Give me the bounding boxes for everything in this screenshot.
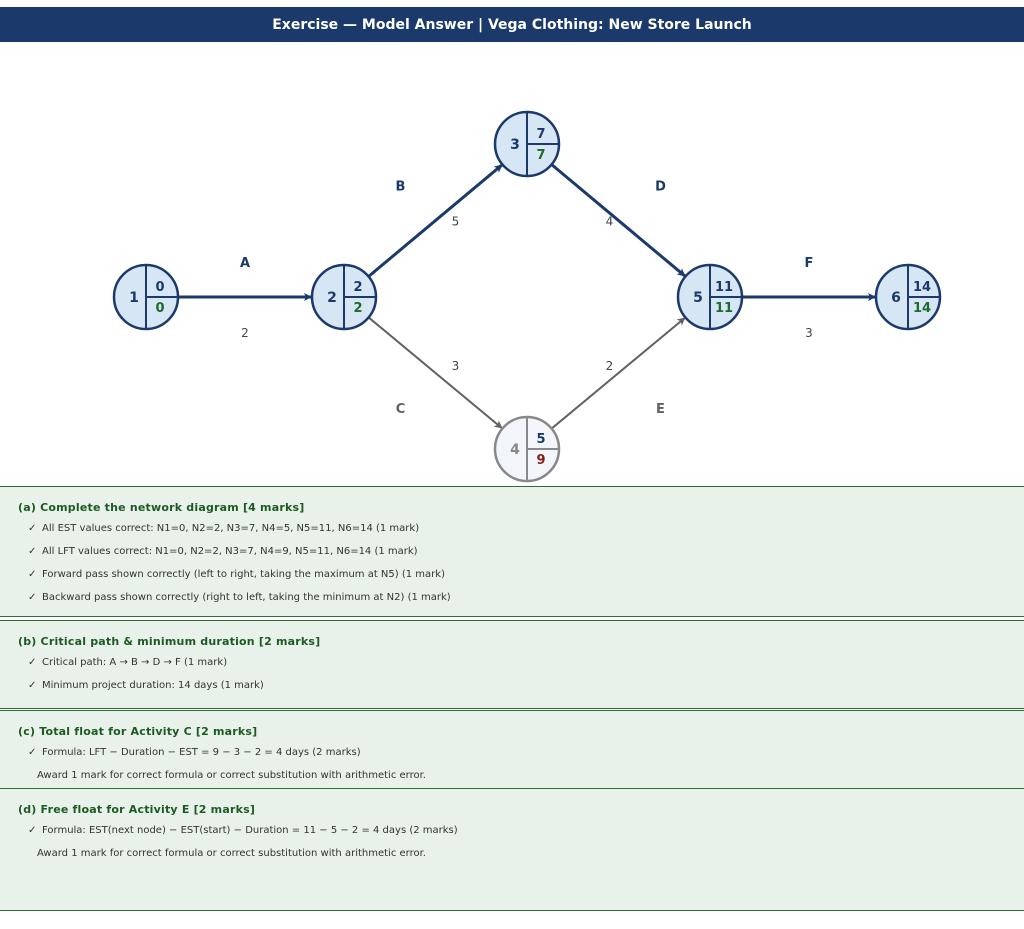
node-number: 6: [891, 290, 901, 306]
answer-panel-c: (c) Total float for Activity C [2 marks]…: [0, 710, 1024, 790]
node-est: 0: [155, 280, 164, 295]
activity-label-d: D: [655, 180, 666, 195]
answer-item: ✓Minimum project duration: 14 days (1 ma…: [18, 677, 1024, 700]
node-4: 4 5 9: [493, 415, 561, 483]
answer-item: ✓Backward pass shown correctly (right to…: [18, 589, 1024, 612]
answer-heading: (c) Total float for Activity C [2 marks]: [18, 725, 258, 738]
activity-duration-f: 3: [805, 326, 813, 340]
activity-edges: A 2 B 5C 3 D 4E 2 F 3: [178, 163, 876, 430]
activity-label-f: F: [805, 256, 814, 271]
answer-note: Award 1 mark for correct formula or corr…: [37, 848, 426, 859]
answer-item: ✓Formula: EST(next node) − EST(start) − …: [18, 822, 1024, 845]
answer-heading: (a) Complete the network diagram [4 mark…: [18, 501, 305, 514]
node-number: 4: [510, 442, 520, 458]
answer-panel-d: (d) Free float for Activity E [2 marks] …: [0, 788, 1024, 911]
check-icon: ✓: [28, 657, 37, 668]
check-icon: ✓: [28, 825, 37, 836]
node-2: 2 2 2: [310, 263, 378, 331]
node-est: 5: [536, 432, 545, 447]
answer-item: ✓All EST values correct: N1=0, N2=2, N3=…: [18, 520, 1024, 543]
answer-item: ✓Critical path: A → B → D → F (1 mark): [18, 654, 1024, 677]
node-number: 1: [129, 290, 139, 306]
check-icon: ✓: [28, 680, 37, 691]
node-lft: 2: [353, 301, 362, 316]
node-6: 6 14 14: [874, 263, 942, 331]
node-est: 14: [913, 280, 931, 295]
answer-item: ✓Formula: LFT − Duration − EST = 9 − 3 −…: [18, 744, 1024, 767]
title-bar: Exercise — Model Answer | Vega Clothing:…: [0, 7, 1024, 42]
page-title: Exercise — Model Answer | Vega Clothing:…: [272, 16, 752, 33]
activity-arrow-c: [367, 316, 503, 429]
answer-heading: (d) Free float for Activity E [2 marks]: [18, 803, 256, 816]
activity-duration-d: 4: [606, 215, 614, 229]
activity-label-a: A: [240, 256, 250, 271]
node-number: 3: [510, 137, 520, 153]
activity-label-c: C: [396, 402, 406, 417]
node-5: 5 11 11: [676, 263, 744, 331]
answer-panel-a: (a) Complete the network diagram [4 mark…: [0, 486, 1024, 617]
check-icon: ✓: [28, 523, 37, 534]
node-lft: 0: [155, 301, 164, 316]
node-est: 2: [353, 280, 362, 295]
node-lft: 7: [536, 148, 545, 163]
activity-duration-c: 3: [452, 359, 460, 373]
node-number: 5: [693, 290, 703, 306]
node-lft: 9: [536, 453, 545, 468]
activity-arrow-b: [367, 164, 503, 278]
activity-duration-b: 5: [452, 215, 460, 229]
check-icon: ✓: [28, 592, 37, 603]
activity-arrow-d: [550, 163, 686, 277]
activity-duration-a: 2: [241, 326, 249, 340]
activity-duration-e: 2: [606, 359, 614, 373]
answer-heading: (b) Critical path & minimum duration [2 …: [18, 635, 321, 648]
answer-panel-b: (b) Critical path & minimum duration [2 …: [0, 620, 1024, 709]
answer-item: ✓Forward pass shown correctly (left to r…: [18, 566, 1024, 589]
activity-label-b: B: [396, 180, 406, 195]
node-est: 11: [715, 280, 733, 295]
node-number: 2: [327, 290, 337, 306]
node-lft: 11: [715, 301, 733, 316]
check-icon: ✓: [28, 569, 37, 580]
node-1: 1 0 0: [112, 263, 180, 331]
node-3: 3 7 7: [493, 110, 561, 178]
event-nodes: 1 0 0 2 2 2 3 7 7 4 5 9 5 11 11 6 14 14: [112, 110, 942, 483]
activity-label-e: E: [656, 402, 665, 417]
node-est: 7: [536, 127, 545, 142]
activity-arrow-e: [550, 317, 686, 430]
check-icon: ✓: [28, 546, 37, 557]
answer-note: Award 1 mark for correct formula or corr…: [37, 770, 426, 781]
node-lft: 14: [913, 301, 931, 316]
check-icon: ✓: [28, 747, 37, 758]
answer-item: ✓All LFT values correct: N1=0, N2=2, N3=…: [18, 543, 1024, 566]
